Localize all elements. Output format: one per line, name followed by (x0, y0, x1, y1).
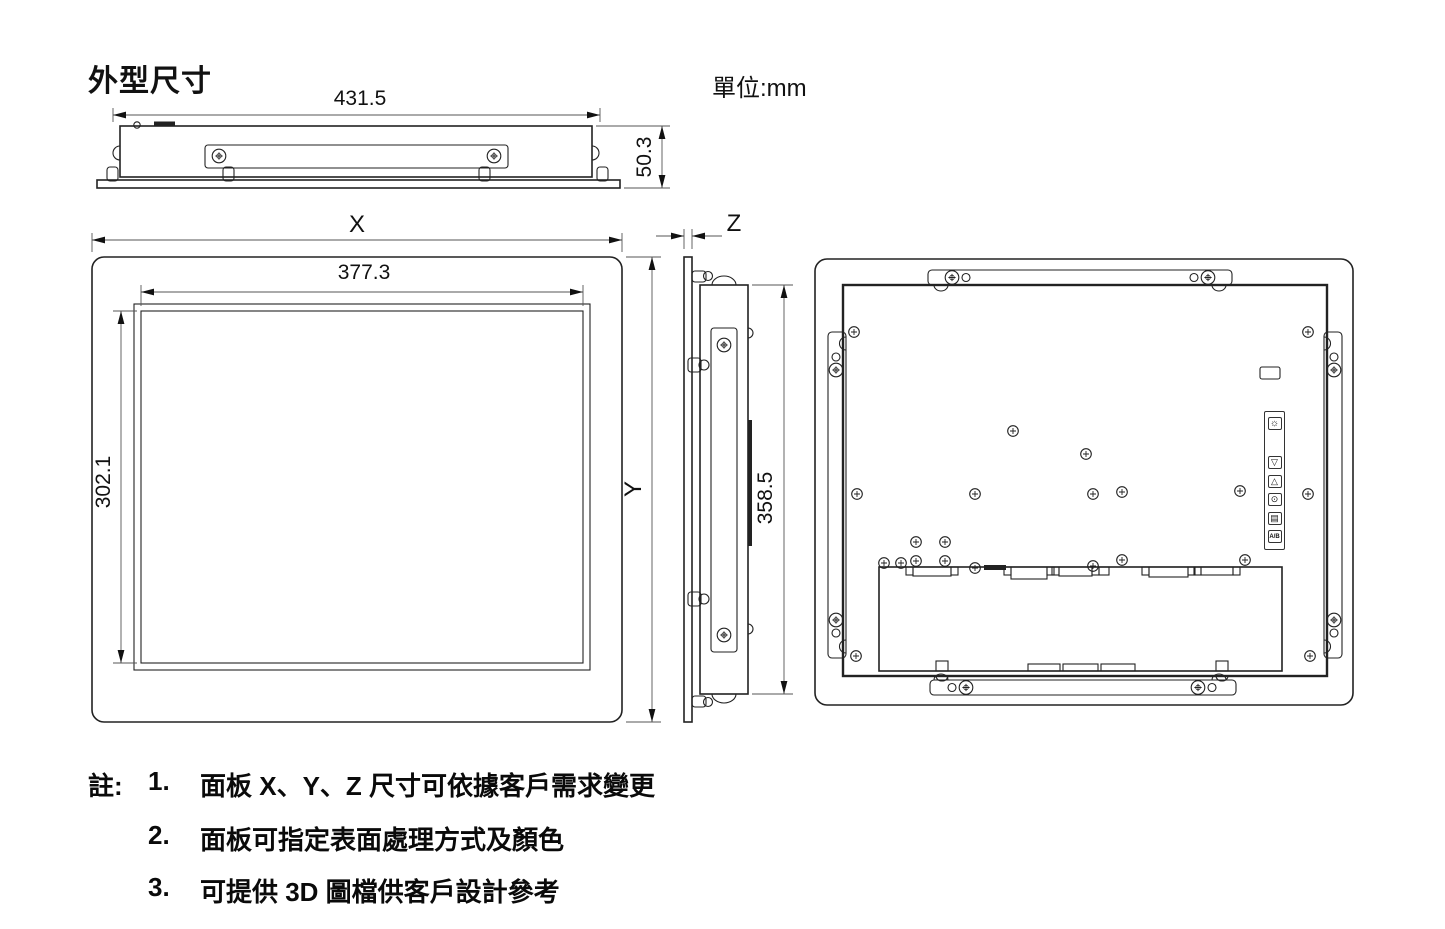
back-cover (841, 283, 1329, 678)
note-1-num: 1. (148, 766, 170, 796)
dim-label-top-width: 431.5 (333, 87, 387, 110)
side-view-drawing (683, 256, 754, 723)
cable-cutout (1259, 366, 1281, 380)
io-port-panel (878, 565, 1283, 682)
power-port (1200, 566, 1234, 576)
dim-front-width (91, 233, 623, 252)
rear-bezel-outline (814, 258, 1354, 706)
note-1-text: 面板 X、Y、Z 尺寸可依據客戶需求變更 (200, 771, 656, 801)
display-area-inner (140, 310, 584, 664)
dim-label-top-depth: 50.3 (633, 136, 656, 178)
osd-button-strip: ☼ ▽ △ ⊙ ▤ A/B (1264, 411, 1285, 550)
unit-label: 單位:mm (712, 75, 807, 102)
slot-port (984, 565, 1006, 570)
front-bezel-edge (96, 179, 621, 189)
serial-port (1058, 566, 1093, 577)
cover-screws (848, 326, 1316, 662)
osd-down-icon: ▽ (1267, 456, 1282, 469)
dim-front-height (626, 256, 661, 723)
top-mounting-bracket (927, 269, 1233, 292)
osd-menu-icon: ▤ (1267, 511, 1282, 525)
video-port (1148, 566, 1189, 578)
note-2-num: 2. (148, 820, 170, 850)
dim-label-x: X (348, 211, 365, 238)
dim-display-width (140, 285, 584, 306)
right-mounting-bracket (1323, 331, 1343, 659)
left-mounting-bracket (827, 331, 847, 659)
dim-display-height (113, 310, 137, 664)
rear-view-drawing (814, 258, 1354, 706)
osd-brightness-icon: ☼ (1267, 417, 1282, 430)
dim-label-chassis-height: 358.5 (754, 471, 777, 525)
dim-label-display-height: 302.1 (92, 455, 115, 509)
mounting-bracket-bar (204, 144, 509, 169)
io-connectors-edge (748, 420, 752, 546)
osd-power-icon: ⊙ (1267, 493, 1282, 506)
usb-port (1098, 566, 1110, 576)
dim-top-depth (596, 125, 670, 189)
bezel-plate (683, 256, 693, 723)
dvi-port (1010, 566, 1048, 580)
display-area-outer (133, 303, 591, 671)
top-view-drawing (96, 121, 621, 189)
dim-chassis-height (752, 284, 793, 695)
osd-ab-button: A/B (1267, 530, 1282, 543)
osd-up-icon: △ (1267, 474, 1282, 488)
note-3-text: 可提供 3D 圖檔供客戶設計參考 (200, 877, 560, 907)
front-view-drawing (91, 256, 623, 723)
dim-label-y: Y (620, 481, 647, 498)
dim-side-thickness (656, 229, 722, 249)
notes-prefix: 註: (88, 771, 123, 801)
page-title: 外型尺寸 (88, 65, 212, 98)
side-mounting-bracket (710, 327, 738, 653)
dim-top-width (112, 108, 601, 122)
note-3-num: 3. (148, 872, 170, 902)
note-2-text: 面板可指定表面處理方式及顏色 (200, 825, 565, 855)
vga-port (912, 566, 952, 577)
dim-label-display-width: 377.3 (337, 261, 391, 284)
front-panel-outline (91, 256, 623, 723)
dim-label-z: Z (726, 210, 742, 237)
